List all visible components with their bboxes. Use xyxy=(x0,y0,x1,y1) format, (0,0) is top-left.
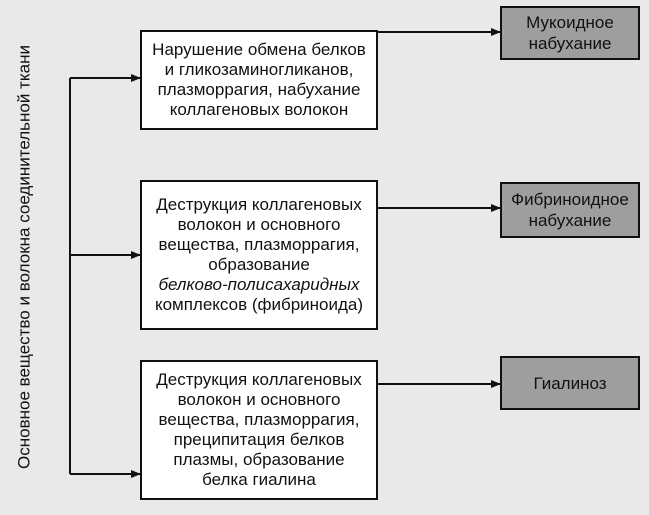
outcome-box-fibrinoid: Фибриноидное набухание xyxy=(500,182,640,238)
process-box-2-italic-line: белково-полисахаридных xyxy=(158,275,360,294)
process-box-2-line: вещества, плазморрагия, xyxy=(158,235,360,254)
process-box-3-line: преципитация белков xyxy=(173,430,345,449)
process-box-2-line: образование xyxy=(208,255,310,274)
outcome-box-mucoid: Мукоидное набухание xyxy=(500,6,640,60)
process-box-3: Деструкция коллагеновых волокон и основн… xyxy=(140,360,378,500)
process-box-1-line: и гликозаминогликанов, xyxy=(164,60,354,79)
process-box-3-line: волокон и основного xyxy=(177,390,341,409)
process-box-2-line: Деструкция коллагеновых xyxy=(156,195,362,214)
outcome-box-hyalinosis-label: Гиалиноз xyxy=(533,373,607,393)
process-box-1-line: коллагеновых волокон xyxy=(169,100,349,119)
outcome-box-hyalinosis: Гиалиноз xyxy=(500,356,640,410)
outcome-box-fibrinoid-line: Фибриноидное xyxy=(511,190,629,209)
process-box-3-line: вещества, плазморрагия, xyxy=(158,410,360,429)
process-box-1-line: Нарушение обмена белков xyxy=(152,40,366,59)
process-box-3-line: плазмы, образование xyxy=(173,450,345,469)
outcome-box-mucoid-line: набухание xyxy=(528,34,612,53)
process-box-1: Нарушение обмена белков и гликозаминогли… xyxy=(140,30,378,130)
outcome-box-fibrinoid-line: набухание xyxy=(528,211,612,230)
process-box-2: Деструкция коллагеновых волокон и основн… xyxy=(140,180,378,330)
process-box-2-line: комплексов (фибриноида) xyxy=(154,295,364,314)
outcome-box-mucoid-line: Мукоидное xyxy=(526,13,614,32)
process-box-3-line: белка гиалина xyxy=(202,470,316,489)
process-box-3-line: Деструкция коллагеновых xyxy=(156,370,362,389)
process-box-2-line: волокон и основного xyxy=(177,215,341,234)
process-box-1-line: плазморрагия, набухание xyxy=(157,80,361,99)
